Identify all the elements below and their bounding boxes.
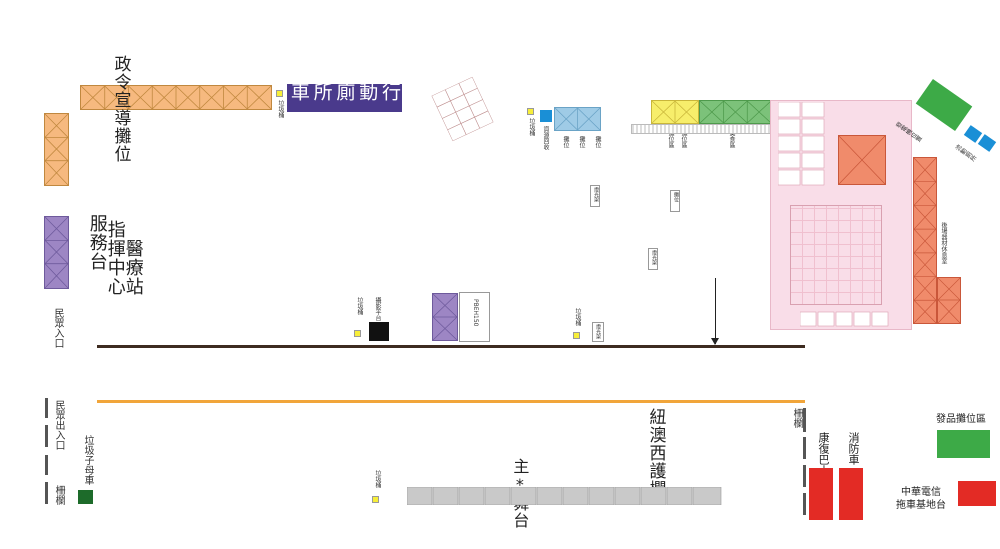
command-center-label: 指揮中心: [104, 220, 126, 296]
trash-bin-marker: [527, 108, 534, 115]
trash-bin-label: 垃圾桶: [374, 470, 381, 488]
mobile-toilet-text: 行動廁所車: [289, 82, 401, 101]
rehab-bus: [809, 468, 833, 520]
trash-bin-label: 垃圾桶: [277, 100, 284, 118]
light-frame-3: 燈光架: [592, 322, 604, 342]
tilted-booth-grid: [431, 76, 494, 142]
recycle-label: 資源回收: [542, 126, 549, 150]
backstage-label: 後場器材休息室: [940, 222, 947, 264]
fence-post: [45, 482, 48, 504]
fire-truck: [839, 468, 863, 520]
toilet-label: 流動廁所: [953, 143, 978, 164]
right-orange-column: [913, 157, 937, 324]
legend-cht-caption: 中華電信 拖車基地台: [896, 487, 946, 511]
garbage-truck: [78, 490, 93, 504]
stairs: [631, 124, 776, 134]
service-desk-label: 服務台: [86, 214, 108, 271]
orange-road: [97, 400, 805, 403]
right-orange-extra: [937, 277, 961, 324]
trash-bin-label: 垃圾桶: [356, 297, 363, 315]
camera-platform: 攤位: [670, 190, 680, 212]
trash-bin-marker: [573, 332, 580, 339]
pink-cells-top: [777, 101, 826, 192]
fence-post: [45, 455, 48, 475]
booth-area-label: 攤位區: [667, 130, 674, 148]
tent-label: 攤位: [562, 136, 569, 148]
light-blue-booths: [554, 107, 601, 131]
blue-square: [540, 110, 552, 122]
trash-bin-marker: [276, 90, 283, 97]
medical-station-label: 醫療站: [122, 239, 144, 296]
equipment-label: 攝影平台: [374, 297, 381, 321]
black-equipment-box: [369, 322, 389, 341]
pink-cells-bottom: [799, 310, 890, 328]
trash-bin-label: 垃圾桶: [528, 118, 535, 136]
guardrail-label: 紐澳西護欄: [645, 408, 666, 498]
cable-arrow: [711, 338, 719, 345]
fence-post: [803, 493, 806, 515]
trash-bin-label: 垃圾桶: [574, 308, 581, 326]
rehab-bus-label: 康復巴士: [817, 432, 830, 476]
fire-truck-label: 消防車: [847, 432, 860, 465]
generator-area: [915, 78, 973, 132]
light-frame-1: 燈光架: [590, 185, 600, 207]
fence-post: [803, 465, 806, 487]
left-orange-booths: [44, 113, 69, 186]
brown-road: [97, 345, 805, 348]
fence-post: [45, 398, 48, 418]
yellow-booths: [651, 100, 699, 124]
podium-label: 政令宣導攤位: [110, 55, 131, 163]
fence-post: [803, 437, 806, 459]
fence-label: 柵欄: [53, 485, 64, 505]
stage-seat-row: [406, 486, 722, 506]
public-entrance-label: 民眾入口: [52, 308, 63, 348]
fence-post: [803, 408, 806, 432]
cable-line: [715, 278, 716, 344]
booth-area-label: 攤位區: [680, 130, 687, 148]
legend-vendor-swatch: [937, 430, 990, 458]
podium-booth-strip: [80, 85, 272, 110]
legend-vendor-caption: 發品攤位區: [936, 414, 986, 425]
legend-cht-swatch: [958, 481, 996, 506]
trash-bin-marker: [354, 330, 361, 337]
road-tag-box: PBEH150: [459, 292, 490, 342]
tent-label: 攤位: [578, 136, 585, 148]
fence-label-right: 柵欄: [791, 408, 802, 428]
fence-post: [45, 425, 48, 447]
mobile-toilet-truck: [287, 84, 402, 112]
green-booths: [699, 100, 772, 124]
purple-booth: [432, 293, 458, 341]
service-purple-booths: [44, 216, 69, 289]
public-exit-entrance-label: 民眾出入口: [53, 400, 64, 450]
trash-bin-marker: [372, 496, 379, 503]
tent-label: 攤位: [594, 136, 601, 148]
food-area-label: 美食區: [728, 130, 735, 148]
main-stage-block: [838, 135, 886, 185]
garbage-truck-label: 垃圾子母車: [82, 435, 93, 485]
pink-inner-grid: [790, 205, 882, 305]
light-frame-2: 燈光架: [648, 248, 658, 270]
mobile-toilet-2: [977, 134, 997, 152]
